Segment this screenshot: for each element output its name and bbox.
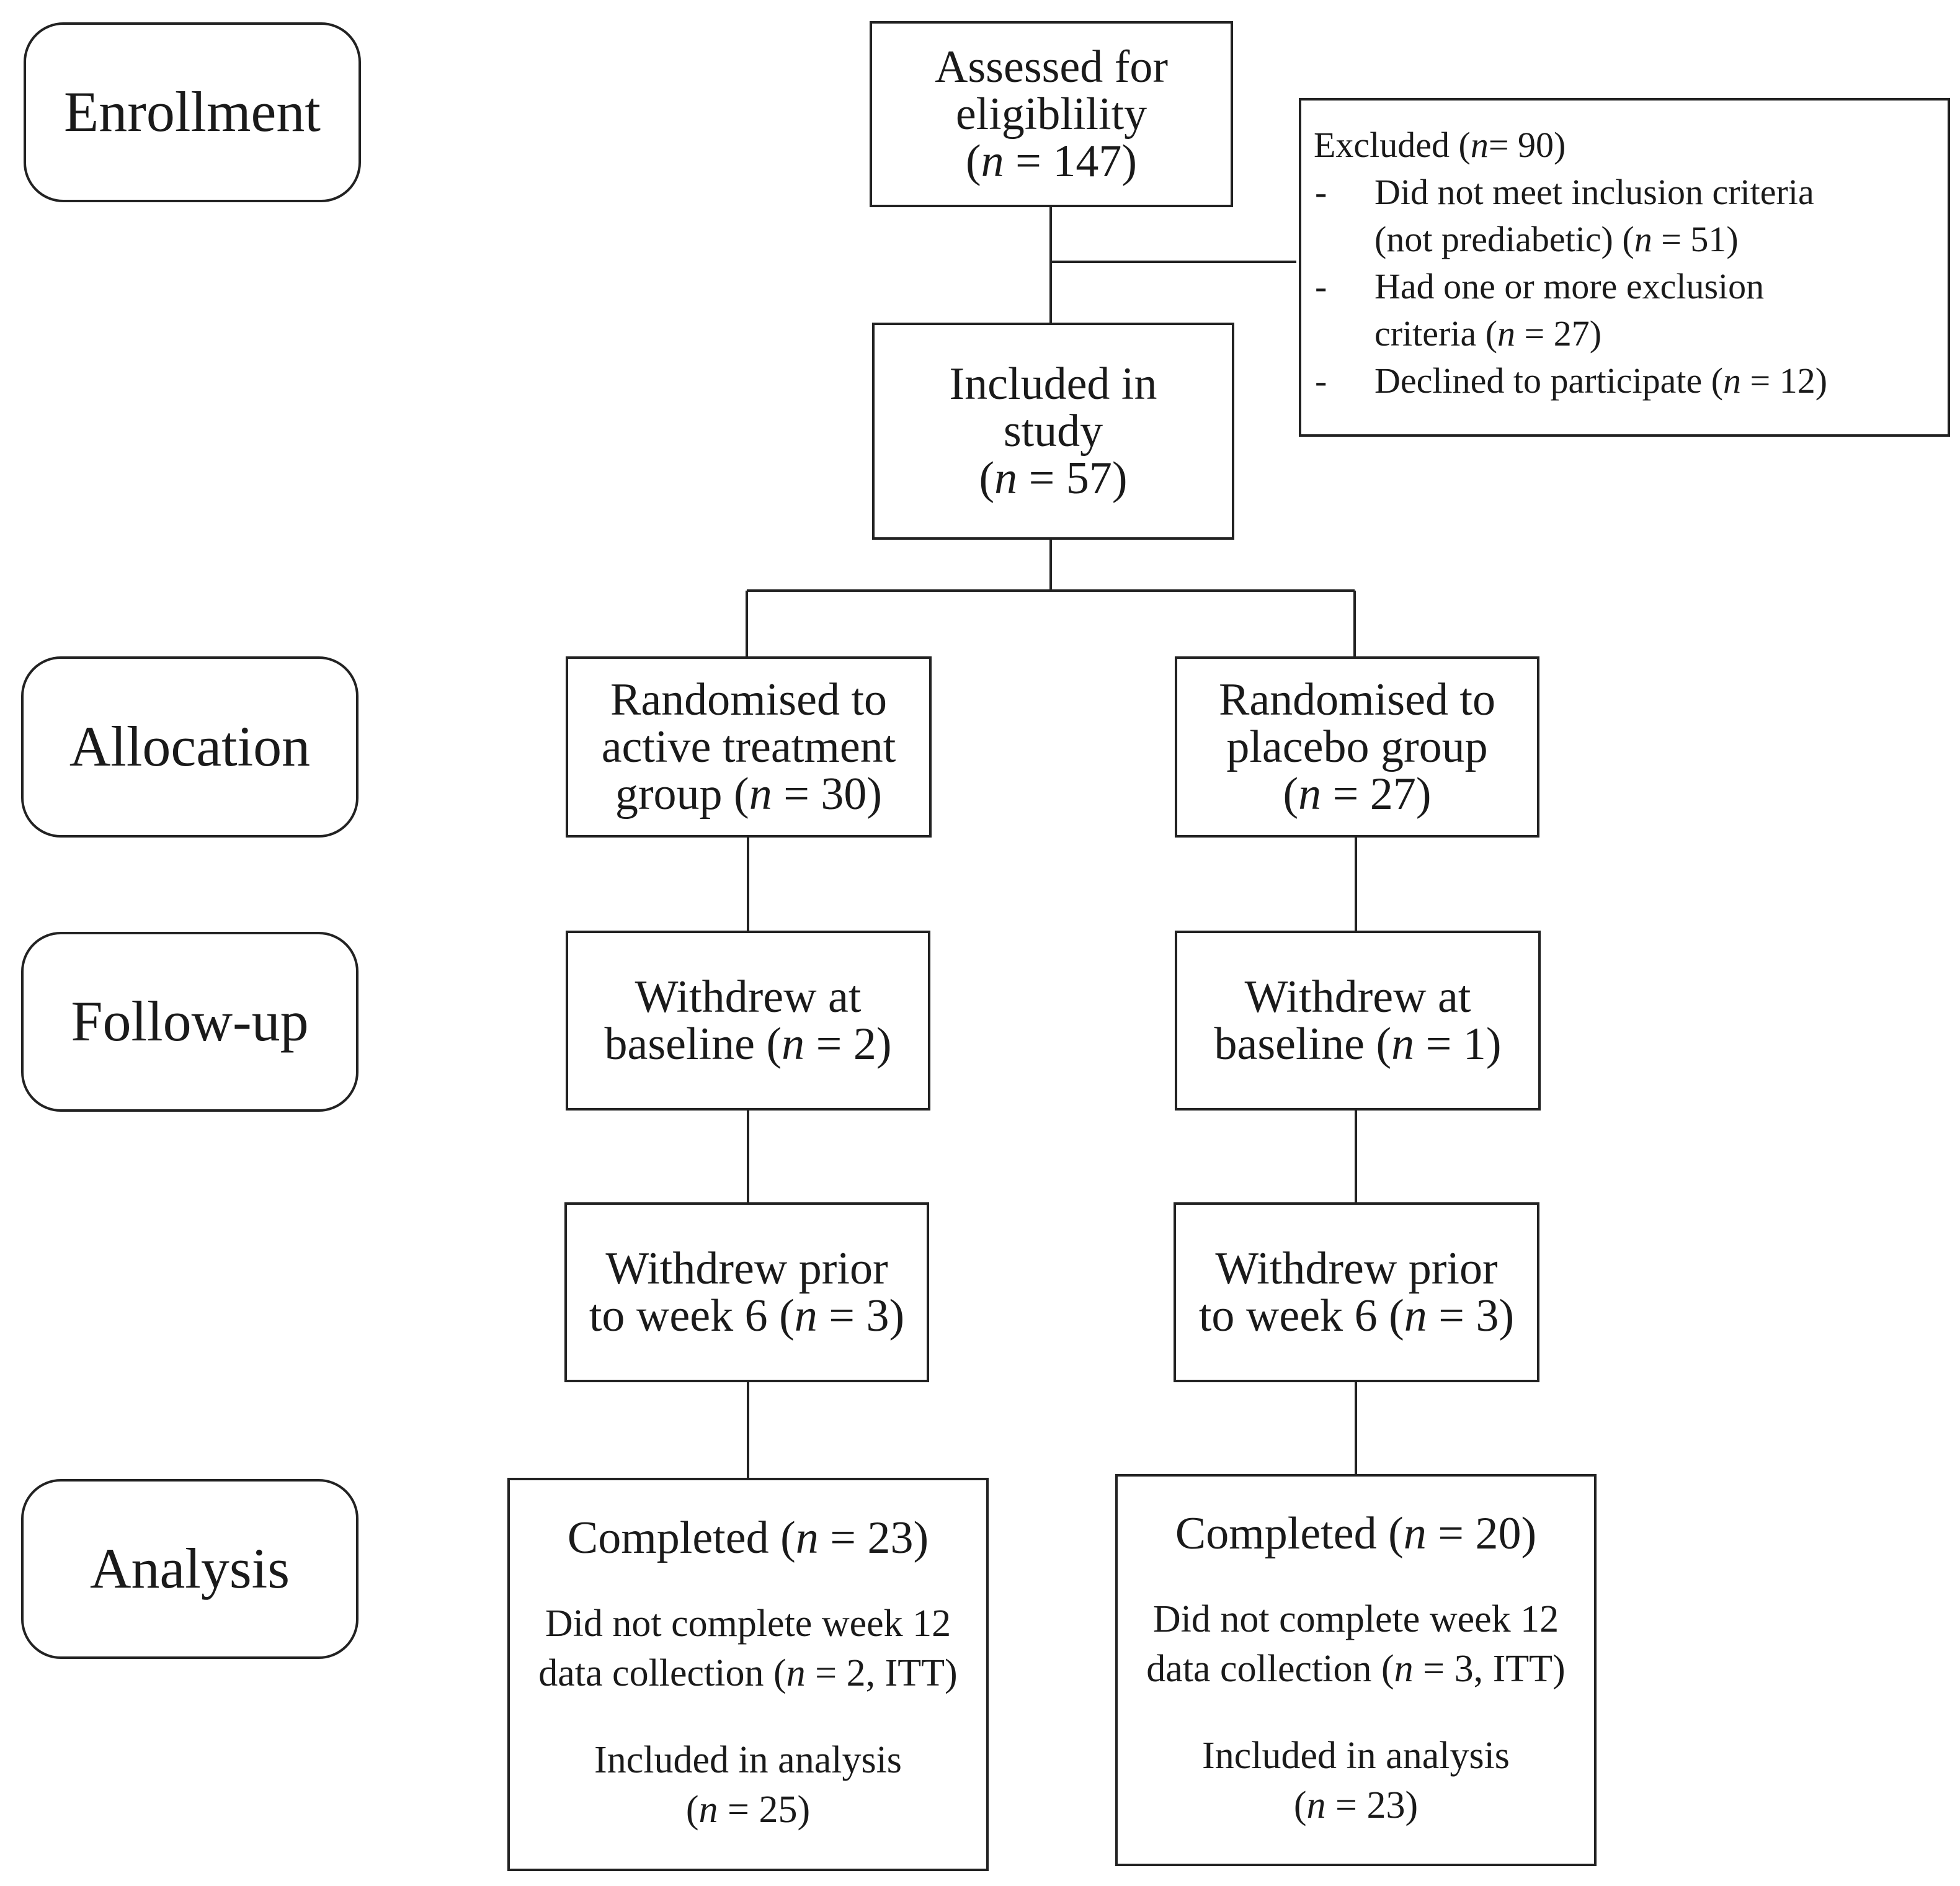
excluded-title: Excluded (n = 90) [1314, 125, 1566, 165]
placebo-randomised-box: Randomised to placebo group (n = 27) [1175, 656, 1539, 838]
active-withdrew-week6-line-1: Withdrew prior [605, 1243, 888, 1294]
stage-allocation-label: Allocation [69, 715, 311, 779]
active-not-completed-line-1: Did not complete week 12 [545, 1602, 951, 1645]
active-completed: Completed (n = 23) [567, 1513, 929, 1563]
stage-analysis: Analysis [21, 1479, 359, 1659]
excluded-item-dash: - [1315, 360, 1327, 401]
stage-follow-up-label: Follow-up [71, 990, 309, 1053]
stage-analysis-label: Analysis [90, 1537, 290, 1601]
active-included-analysis-line-1: Included in analysis [594, 1739, 902, 1781]
included-line-1: Included in [949, 359, 1157, 409]
excluded-item-dash: - [1315, 172, 1327, 212]
active-analysis-box: Completed (n = 23) Did not complete week… [507, 1478, 989, 1871]
stage-enrollment-label: Enrollment [64, 80, 321, 144]
active-included-analysis-line-2: (n = 25) [685, 1789, 811, 1831]
placebo-withdrew-baseline-line-1: Withdrew at [1244, 972, 1471, 1022]
placebo-withdrew-week6-line-2: to week 6 (n = 3) [1198, 1290, 1515, 1341]
active-withdrew-baseline-line-2: baseline (n = 2) [604, 1019, 892, 1070]
active-withdrew-week6-box: Withdrew prior to week 6 (n = 3) [564, 1202, 929, 1382]
included-box: Included in study (n = 57) [872, 323, 1234, 540]
active-randomised-line-3: group (n = 30) [615, 769, 883, 820]
excluded-item-text: Had one or more exclusion [1374, 266, 1765, 306]
excluded-item: - Declined to participate (n = 12) [1314, 357, 1935, 404]
stage-enrollment: Enrollment [24, 22, 361, 202]
excluded-item-indent [1314, 310, 1374, 357]
active-randomised-line-2: active treatment [601, 722, 896, 772]
assessed-line-1: Assessed for [934, 42, 1169, 92]
placebo-not-completed-line-1: Did not complete week 12 [1152, 1598, 1559, 1640]
placebo-withdrew-baseline-line-2: baseline (n = 1) [1214, 1019, 1502, 1070]
assessed-line-2: eligiblility [955, 89, 1147, 140]
assessed-box: Assessed for eligiblility (n = 147) [870, 21, 1233, 207]
placebo-withdrew-baseline-box: Withdrew at baseline (n = 1) [1175, 931, 1541, 1111]
active-withdrew-baseline-box: Withdrew at baseline (n = 2) [566, 931, 930, 1111]
excluded-item: - Did not meet inclusion criteria [1314, 169, 1935, 216]
included-line-3: (n = 57) [979, 453, 1128, 504]
active-randomised-line-1: Randomised to [610, 674, 888, 725]
excluded-item-text: Did not meet inclusion criteria [1374, 172, 1814, 212]
placebo-analysis-box: Completed (n = 20) Did not complete week… [1115, 1474, 1597, 1866]
excluded-item-text: (not prediabetic) (n = 51) [1374, 219, 1739, 259]
placebo-randomised-line-1: Randomised to [1218, 674, 1496, 725]
included-line-2: study [1003, 406, 1103, 457]
placebo-completed: Completed (n = 20) [1175, 1508, 1537, 1559]
placebo-included-analysis-line-1: Included in analysis [1202, 1735, 1510, 1777]
excluded-item-dash: - [1315, 266, 1327, 306]
placebo-withdrew-week6-box: Withdrew prior to week 6 (n = 3) [1174, 1202, 1539, 1382]
stage-allocation: Allocation [21, 656, 359, 838]
excluded-item-text: criteria (n = 27) [1374, 313, 1602, 354]
placebo-withdrew-week6-line-1: Withdrew prior [1215, 1243, 1498, 1294]
excluded-item-continuation: criteria (n = 27) [1314, 310, 1935, 357]
excluded-item: - Had one or more exclusion [1314, 263, 1935, 310]
placebo-not-completed-line-2: data collection (n = 3, ITT) [1146, 1648, 1566, 1690]
excluded-item-continuation: (not prediabetic) (n = 51) [1314, 216, 1935, 263]
placebo-randomised-line-3: (n = 27) [1283, 769, 1432, 820]
stage-follow-up: Follow-up [21, 932, 359, 1112]
placebo-included-analysis-line-2: (n = 23) [1293, 1784, 1419, 1826]
active-not-completed-line-2: data collection (n = 2, ITT) [538, 1652, 958, 1694]
assessed-line-3: (n = 147) [965, 136, 1138, 187]
excluded-item-text: Declined to participate (n = 12) [1374, 360, 1828, 401]
excluded-item-indent [1314, 216, 1374, 263]
active-withdrew-baseline-line-1: Withdrew at [635, 972, 862, 1022]
placebo-randomised-line-2: placebo group [1226, 722, 1488, 772]
active-withdrew-week6-line-2: to week 6 (n = 3) [589, 1290, 905, 1341]
excluded-box: Excluded (n = 90) - Did not meet inclusi… [1299, 98, 1950, 437]
active-randomised-box: Randomised to active treatment group (n … [566, 656, 932, 838]
